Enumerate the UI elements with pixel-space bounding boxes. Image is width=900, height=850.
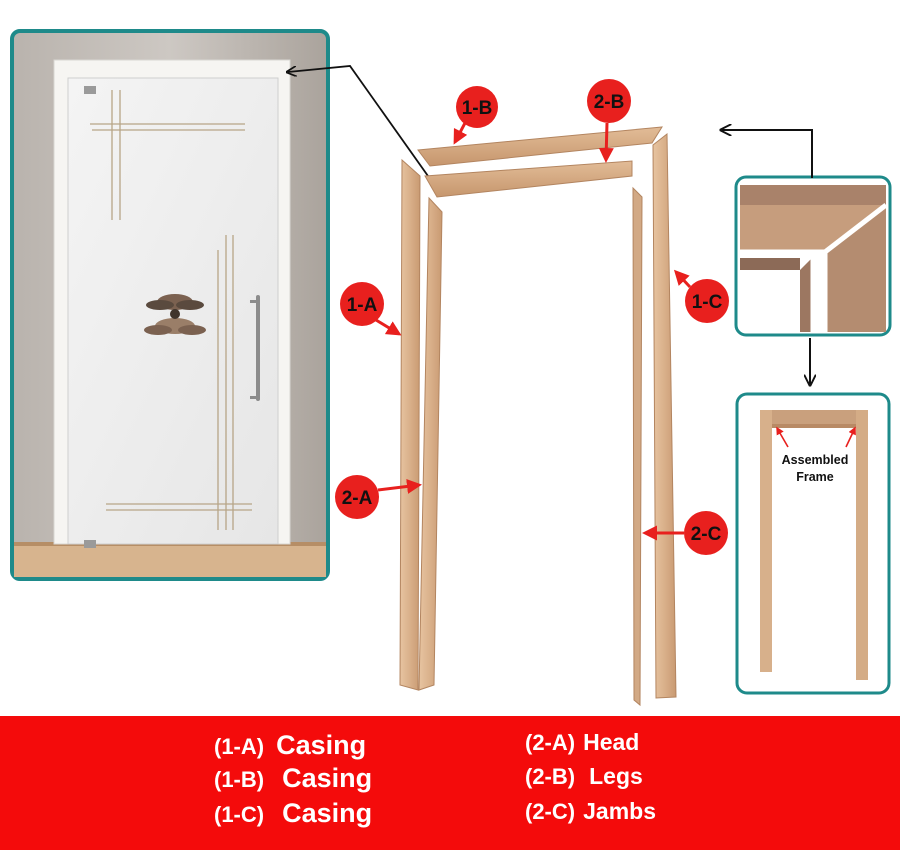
assembled-label-line1: Assembled [782, 453, 849, 467]
svg-text:2-A: 2-A [342, 488, 373, 509]
casing-head-1b [417, 126, 663, 167]
assembled-label-line2: Frame [796, 470, 834, 484]
casing-right-1c [652, 132, 677, 699]
casing-left-1a [399, 158, 421, 691]
jamb-right-2c [632, 186, 643, 707]
svg-text:1-C: 1-C [692, 292, 723, 313]
floral-etching [144, 294, 206, 335]
svg-text:1-B: 1-B [462, 98, 493, 119]
callout-2b: 2-B [587, 79, 631, 163]
callout-2a: 2-A [335, 475, 422, 519]
door-handle [256, 295, 260, 401]
callout-1c: 1-C [673, 269, 729, 323]
callout-1a: 1-A [340, 282, 402, 336]
parts-legend: (1-A)Casing (1-B)Casing (1-C)Casing (2-A… [0, 716, 900, 850]
legend-item-1b: (1-B)Casing [214, 763, 373, 793]
assembled-frame-inset [735, 392, 891, 695]
frame-head-2a [424, 160, 633, 198]
exploded-door-frame [399, 126, 677, 707]
svg-text:1-A: 1-A [347, 295, 378, 316]
legend-item-2b: (2-B)Legs [525, 763, 643, 789]
jamb-left-2b [418, 196, 443, 691]
photo-link-arrow [288, 65, 429, 177]
svg-text:2-C: 2-C [691, 524, 722, 545]
glass-decor-lines [90, 90, 252, 530]
legend-item-1a: (1-A)Casing [214, 730, 367, 760]
legend-item-2a: (2-A)Head [525, 729, 640, 755]
callout-1b: 1-B [453, 86, 498, 145]
callout-2c: 2-C [642, 511, 728, 555]
legend-item-1c: (1-C)Casing [214, 798, 373, 828]
joint-detail-inset [734, 175, 892, 337]
legend-item-2c: (2-C)Jambs [525, 798, 656, 824]
door-photo-panel [10, 29, 330, 581]
svg-text:2-B: 2-B [594, 92, 625, 113]
inset-arrow-left [722, 130, 813, 178]
